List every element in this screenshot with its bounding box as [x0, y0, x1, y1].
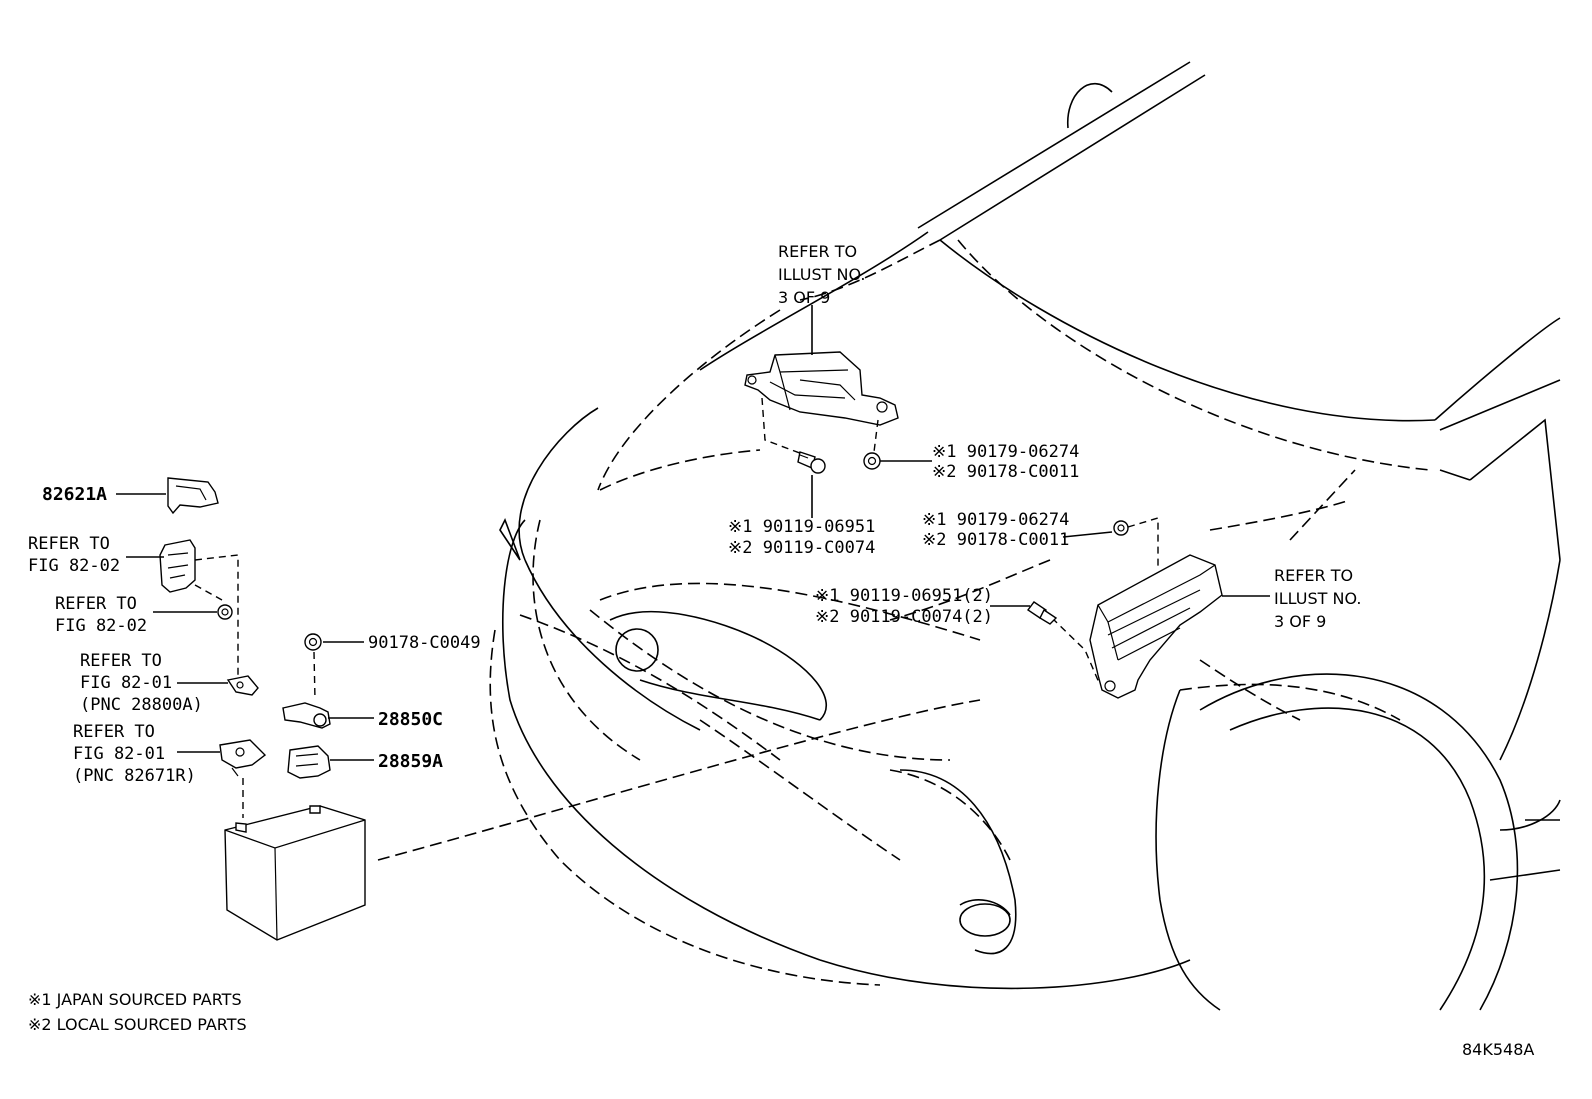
bolt-icon [797, 451, 826, 474]
illustration-code: 84K548A [1462, 1040, 1534, 1059]
refer-illust-right-line3: 3 OF 9 [1274, 612, 1326, 631]
battery-part [224, 805, 366, 941]
refer-fig8201-a-line1: REFER TO [80, 651, 162, 671]
sensor-28850c-part [282, 702, 331, 729]
refer-fig8201-a-line2: FIG 82-01 [80, 673, 172, 693]
refer-fig8202-b-line2: FIG 82-02 [55, 616, 147, 636]
bolt-right-line1: ※1 90119-06951(2) [815, 586, 993, 606]
bracket-82621a-part [167, 477, 219, 515]
bolt-top-line2: ※2 90119-C0074 [728, 538, 875, 558]
connector-28859a-part [287, 745, 331, 779]
refer-illust-right-line2: ILLUST NO. [1274, 589, 1361, 608]
note-japan-sourced: ※1 JAPAN SOURCED PARTS [28, 990, 242, 1009]
refer-fig8202-b-line1: REFER TO [55, 594, 137, 614]
refer-illust-right-line1: REFER TO [1274, 566, 1353, 585]
part-number-28850c: 28850C [378, 709, 443, 730]
nut-icon [217, 604, 233, 620]
refer-fig8201-b-line1: REFER TO [73, 722, 155, 742]
refer-fig8201-b-line3: (PNC 82671R) [73, 766, 196, 786]
refer-illust-top-line2: ILLUST NO. [778, 265, 865, 284]
refer-illust-top-line1: REFER TO [778, 242, 857, 261]
refer-fig8202-a-line1: REFER TO [28, 534, 110, 554]
vehicle-outline [377, 61, 1561, 1011]
refer-fig8201-b-line2: FIG 82-01 [73, 744, 165, 764]
nut-top-line2: ※2 90178-C0011 [932, 462, 1079, 482]
refer-illust-top-line3: 3 OF 9 [778, 288, 830, 307]
nut-right-line2: ※2 90178-C0011 [922, 530, 1069, 550]
bolt-right-line2: ※2 90119-C0074(2) [815, 607, 993, 627]
nut-right-line1: ※1 90179-06274 [922, 510, 1069, 530]
note-local-sourced: ※2 LOCAL SOURCED PARTS [28, 1015, 247, 1034]
part-number-82621a: 82621A [42, 484, 107, 505]
nut-icon [1113, 520, 1129, 536]
right-module-part [1089, 554, 1223, 699]
nut-icon [863, 452, 881, 470]
refer-fig8201-a-line3: (PNC 28800A) [80, 695, 203, 715]
bolt-top-line1: ※1 90119-06951 [728, 517, 875, 537]
bolt-icon [1026, 601, 1058, 625]
part-number-90178-c0049: 90178-C0049 [368, 633, 481, 653]
top-module-part [744, 351, 899, 426]
bracket-fig8202-part [159, 539, 196, 593]
clamp-fig8201-part [226, 675, 259, 696]
nut-top-line1: ※1 90179-06274 [932, 442, 1079, 462]
part-number-28859a: 28859A [378, 751, 443, 772]
terminal-fig8201-part [219, 739, 267, 777]
nut-icon [304, 633, 322, 651]
refer-fig8202-a-line2: FIG 82-02 [28, 556, 120, 576]
